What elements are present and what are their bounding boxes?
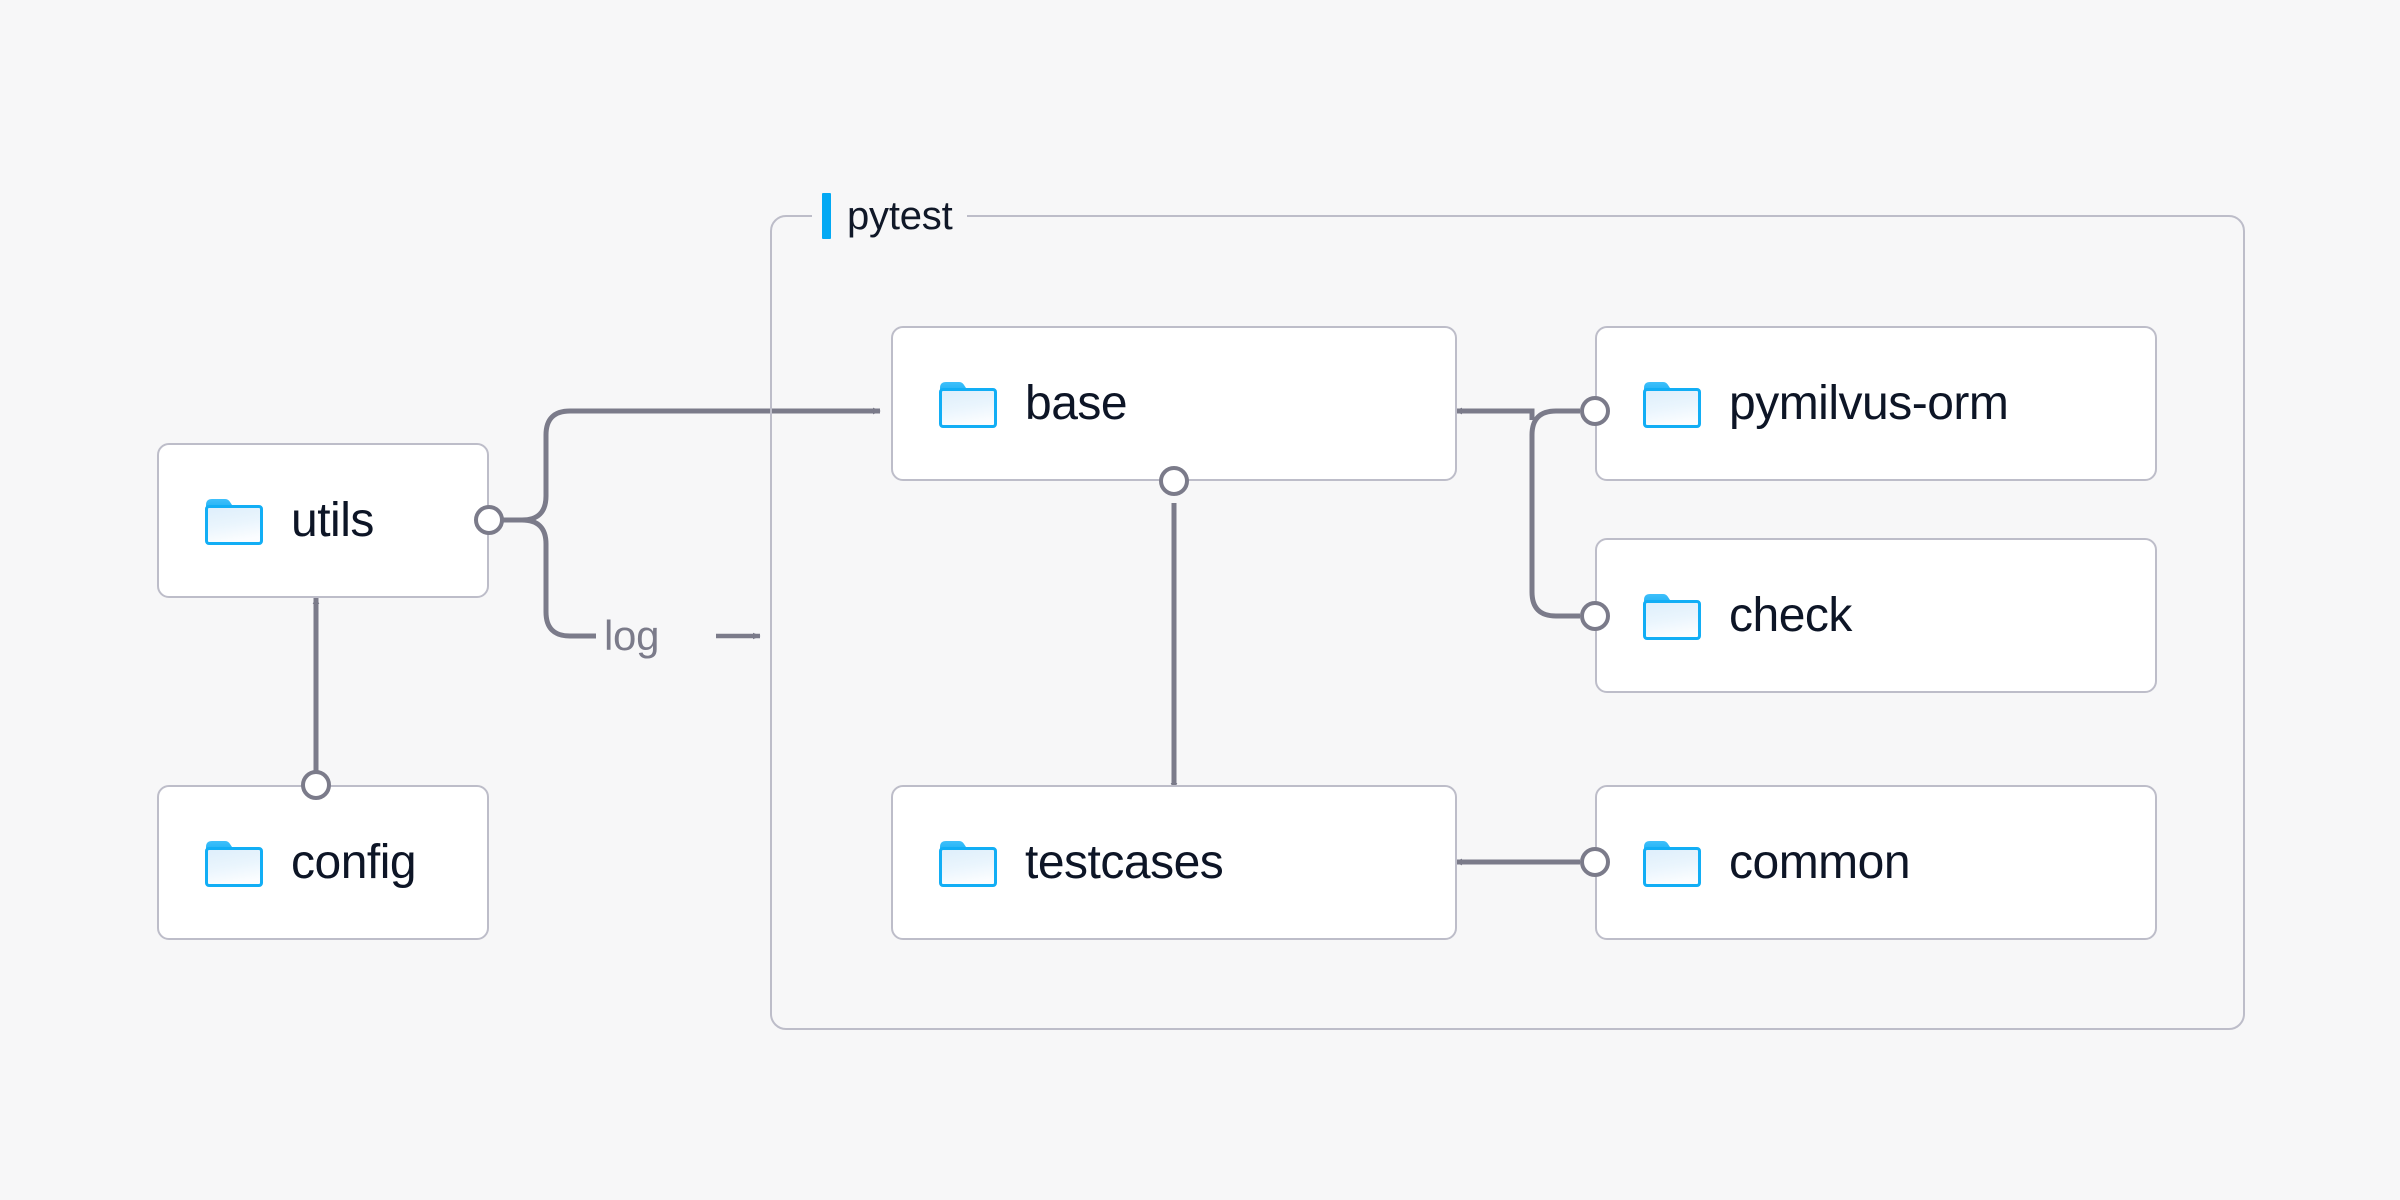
node-check[interactable]: check <box>1595 538 2157 693</box>
edge-label-log: log <box>604 612 660 659</box>
folder-icon <box>1641 590 1703 642</box>
group-pytest-label: pytest <box>812 190 967 242</box>
connector-config-top[interactable] <box>301 770 331 800</box>
connector-base-bottom[interactable] <box>1159 466 1189 496</box>
node-base-label: base <box>1025 376 1128 430</box>
folder-icon <box>1641 378 1703 430</box>
node-testcases-label: testcases <box>1025 835 1224 889</box>
edge-utils-log <box>489 517 596 639</box>
folder-icon <box>937 837 999 889</box>
node-testcases[interactable]: testcases <box>891 785 1457 940</box>
folder-icon <box>937 378 999 430</box>
node-check-label: check <box>1729 588 1852 642</box>
connector-pymilvus-orm-left[interactable] <box>1580 396 1610 426</box>
folder-icon <box>203 495 265 547</box>
folder-icon <box>203 837 265 889</box>
folder-icon <box>1641 837 1703 889</box>
connector-common-left[interactable] <box>1580 847 1610 877</box>
node-pymilvus-orm-label: pymilvus-orm <box>1729 376 2009 430</box>
node-base[interactable]: base <box>891 326 1457 481</box>
group-pytest <box>770 215 2245 1030</box>
node-common-label: common <box>1729 835 1911 889</box>
node-common[interactable]: common <box>1595 785 2157 940</box>
node-utils[interactable]: utils <box>157 443 489 598</box>
node-pymilvus-orm[interactable]: pymilvus-orm <box>1595 326 2157 481</box>
group-pytest-title: pytest <box>847 193 953 238</box>
node-config[interactable]: config <box>157 785 489 940</box>
vertical-bar-icon <box>822 193 831 239</box>
connector-check-left[interactable] <box>1580 601 1610 631</box>
connector-utils-right[interactable] <box>474 505 504 535</box>
node-config-label: config <box>291 835 417 889</box>
node-utils-label: utils <box>291 493 374 547</box>
